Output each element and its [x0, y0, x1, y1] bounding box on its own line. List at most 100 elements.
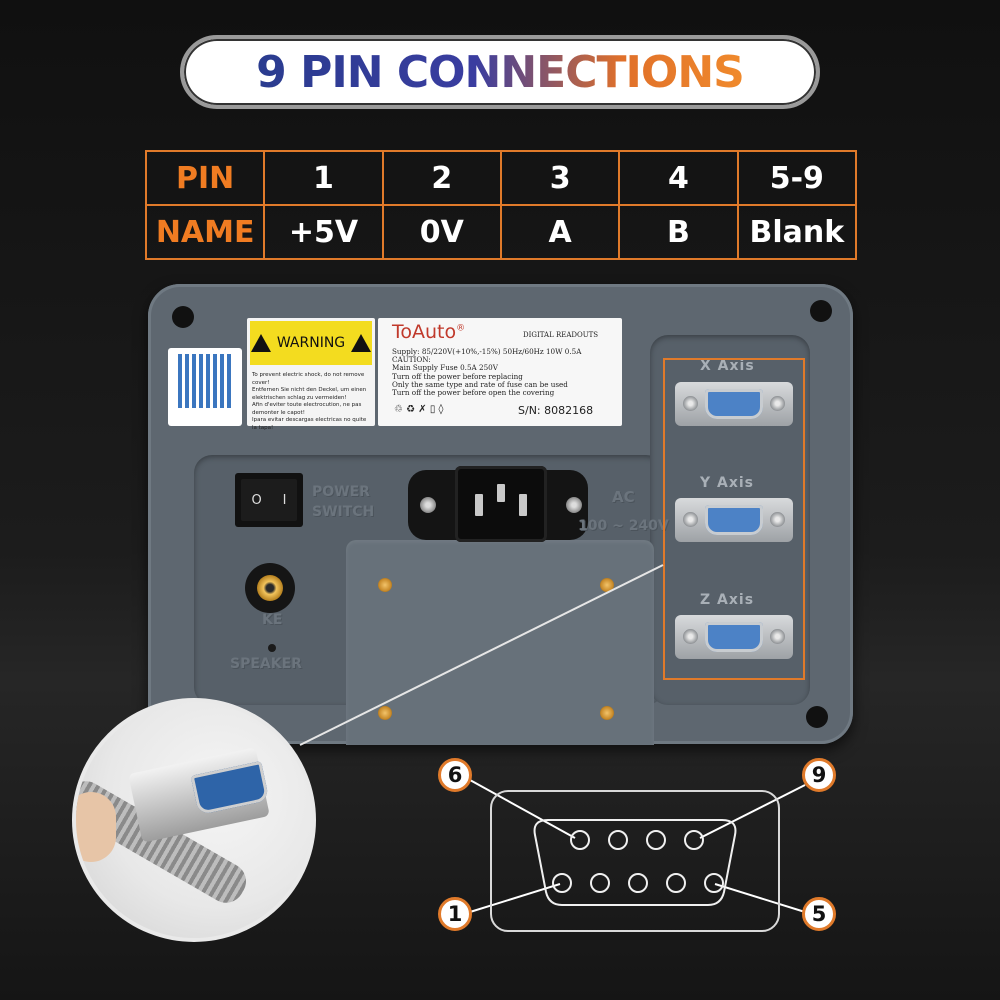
- brand-name: ToAuto: [392, 321, 457, 343]
- connector-screw-icon: [770, 512, 785, 527]
- warning-triangle-icon: [250, 334, 271, 352]
- spec-text: Supply: 85/220V(+10%,-15%) 50Hz/60Hz 10W…: [392, 347, 617, 398]
- pin-cell: 2: [381, 150, 502, 206]
- x-axis-connector[interactable]: [675, 382, 793, 426]
- certification-icons: ♲ ♻ ✗ ▯ ◊: [394, 404, 444, 415]
- axis-highlight-frame: [663, 358, 805, 680]
- qr-code-sticker: [168, 348, 242, 426]
- page-title: 9 PIN CONNECTIONS: [256, 46, 745, 98]
- pin-cell: 1: [263, 150, 384, 206]
- z-axis-label: Z Axis: [700, 592, 755, 608]
- ac-range-label: 100 ~ 240V: [578, 518, 669, 534]
- inlet-screw-icon: [420, 497, 436, 513]
- spec-line: Turn off the power before open the cover…: [392, 388, 555, 398]
- name-cell: A: [499, 204, 621, 260]
- pin-ring: [628, 873, 648, 893]
- speaker-label: SPEAKER: [230, 656, 302, 672]
- pin-ring: [552, 873, 572, 893]
- pin-table: PIN 1 2 3 4 5-9 NAME +5V 0V A B Blank: [144, 150, 858, 260]
- callout-line: [299, 564, 664, 746]
- key-label: KE: [262, 612, 283, 628]
- warning-heading: WARNING: [250, 321, 372, 365]
- warning-line: Afin d'eviter toute electrocution, ne pa…: [252, 402, 362, 416]
- pin-5-pointer: [714, 883, 806, 913]
- db9-socket-icon: [705, 389, 763, 419]
- spec-line: Supply: 85/220V(+10%,-15%) 50Hz/60Hz 10W…: [392, 347, 582, 356]
- name-cell: B: [618, 204, 739, 260]
- warning-title: WARNING: [276, 335, 346, 351]
- name-row: NAME +5V 0V A B Blank: [144, 204, 858, 260]
- mount-hole: [810, 300, 832, 322]
- pin-ring: [590, 873, 610, 893]
- warning-text: To prevent electric shock, do not remove…: [252, 372, 372, 432]
- pin-5-badge: 5: [802, 897, 836, 931]
- pinout-diagram: [490, 790, 780, 932]
- db9-outline-icon: [533, 819, 737, 906]
- warning-line: Ipara evitar descargas electricas no qui…: [252, 417, 367, 431]
- power-socket[interactable]: [455, 466, 547, 542]
- product-name: DIGITAL READOUTS: [523, 331, 599, 339]
- rocker: O I: [241, 479, 297, 521]
- screw-icon: [378, 578, 392, 592]
- pin-ring: [570, 830, 590, 850]
- spec-line: Main Supply Fuse 0.5A 250V: [392, 363, 498, 373]
- shock-hazard-icon: [351, 334, 372, 352]
- spec-line: Only the same type and rate of fuse can …: [392, 379, 568, 389]
- pin-6-badge: 6: [438, 758, 472, 792]
- title-banner: 9 PIN CONNECTIONS: [180, 35, 820, 109]
- pin-9-pointer: [699, 784, 806, 839]
- pin-ring: [646, 830, 666, 850]
- power-switch[interactable]: O I: [235, 473, 303, 527]
- on-symbol: I: [282, 492, 287, 508]
- connector-screw-icon: [770, 396, 785, 411]
- warning-line: Entfernen Sie nicht den Deckel, um einen: [252, 387, 367, 393]
- spec-line: Turn off the power before replacing: [392, 371, 523, 381]
- db9-socket-icon: [705, 622, 763, 652]
- screw-icon: [600, 706, 614, 720]
- info-label: ToAuto® DIGITAL READOUTS Supply: 85/220V…: [378, 318, 622, 426]
- off-symbol: O: [251, 492, 262, 508]
- pin-1-badge: 1: [438, 897, 472, 931]
- socket-pin: [475, 494, 483, 516]
- socket-pin: [497, 484, 505, 502]
- connector-screw-icon: [770, 629, 785, 644]
- ac-label: AC: [612, 488, 635, 506]
- pin-cell: 3: [499, 150, 621, 206]
- connector-screw-icon: [683, 396, 698, 411]
- y-axis-connector[interactable]: [675, 498, 793, 542]
- pin-9-badge: 9: [802, 758, 836, 792]
- registered-mark: ®: [456, 323, 466, 334]
- warning-line: To prevent electric shock, do not remove…: [252, 372, 365, 386]
- pin-cell: 5-9: [736, 150, 858, 206]
- serial-number: S/N: 8082168: [518, 404, 594, 417]
- pin-header: PIN: [144, 150, 266, 206]
- screw-icon: [378, 706, 392, 720]
- plug-photo: [72, 698, 316, 942]
- inlet-screw-icon: [566, 497, 582, 513]
- pin-ring: [684, 830, 704, 850]
- qr-code-icon: [178, 354, 232, 408]
- pin-ring: [704, 873, 724, 893]
- name-cell: +5V: [263, 204, 384, 260]
- pin-row: PIN 1 2 3 4 5-9: [144, 150, 858, 206]
- finger: [76, 792, 116, 862]
- warning-line: elektrischen schlag zu vermeiden!: [252, 394, 347, 401]
- speaker-hole: [268, 644, 276, 652]
- socket-pin: [519, 494, 527, 516]
- brand-logo: ToAuto®: [392, 321, 465, 343]
- spec-line: CAUTION:: [392, 355, 431, 365]
- pin-ring: [608, 830, 628, 850]
- y-axis-label: Y Axis: [700, 475, 755, 491]
- warning-label: WARNING To prevent electric shock, do no…: [247, 318, 375, 431]
- name-header: NAME: [144, 204, 266, 260]
- key-jack[interactable]: [245, 563, 295, 613]
- pin-ring: [666, 873, 686, 893]
- pin-6-pointer: [469, 779, 576, 839]
- power-switch-label: POWER SWITCH: [312, 484, 375, 520]
- connector-screw-icon: [683, 512, 698, 527]
- x-axis-label: X Axis: [700, 358, 755, 374]
- name-cell: Blank: [736, 204, 858, 260]
- z-axis-connector[interactable]: [675, 615, 793, 659]
- mount-hole: [172, 306, 194, 328]
